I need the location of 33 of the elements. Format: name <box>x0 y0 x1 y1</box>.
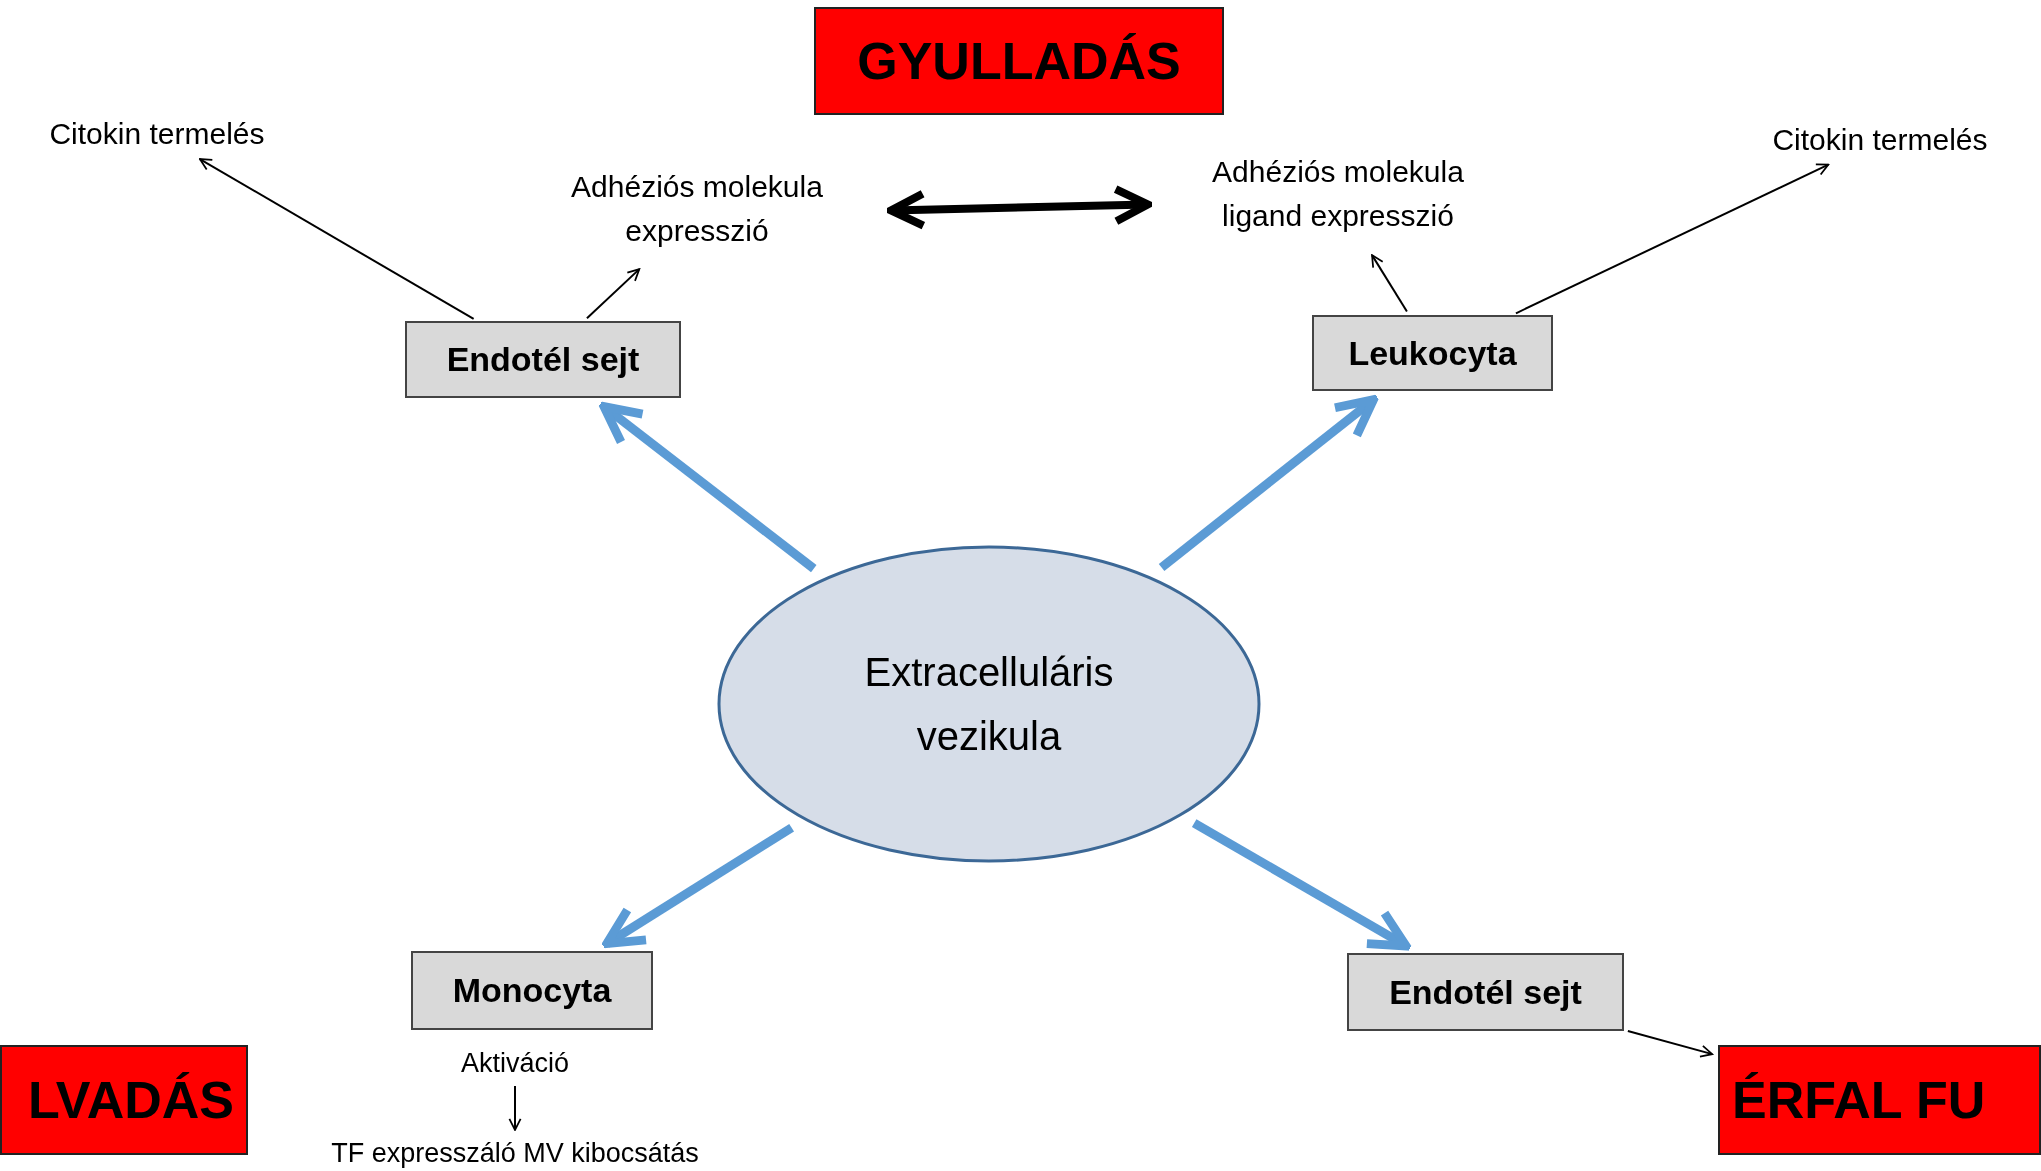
cell-label: Endotél sejt <box>1389 971 1582 1013</box>
title-text: GYULLADÁS <box>857 31 1181 92</box>
arrow <box>887 185 1152 230</box>
title-box <box>0 1045 248 1155</box>
arrow <box>1514 163 1830 315</box>
ellipse-node <box>717 545 1261 863</box>
title-text: LVADÁS <box>27 1070 234 1131</box>
title-text: ÉRFAL FU <box>1732 1070 1986 1131</box>
cell-box <box>1347 953 1624 1031</box>
annotation-text: Adhéziós molekula expresszió <box>527 165 867 265</box>
arrow <box>1626 1030 1714 1058</box>
cell-box <box>405 321 681 398</box>
cell-label: Leukocyta <box>1348 332 1517 374</box>
annotation-text: Citokin termelés <box>1735 118 2025 162</box>
arrow <box>198 158 475 320</box>
title-box <box>1718 1045 2041 1155</box>
cell-label: Monocyta <box>452 970 612 1011</box>
note-text: Aktiváció <box>440 1046 590 1082</box>
cell-label: Endotél sejt <box>446 339 640 380</box>
cell-box <box>1312 315 1553 391</box>
arrow <box>1371 254 1408 313</box>
arrow <box>599 402 817 573</box>
arrow <box>602 823 795 948</box>
arrow <box>585 268 641 320</box>
cell-box <box>411 951 653 1030</box>
arrow <box>1191 819 1411 951</box>
title-box <box>814 7 1224 115</box>
arrow <box>508 1085 522 1131</box>
ellipse-label: Extracelluláris vezikula <box>863 649 1115 760</box>
annotation-text: Citokin termelés <box>12 112 302 156</box>
arrow <box>1158 395 1378 571</box>
annotation-text: Adhéziós molekula ligand expresszió <box>1168 150 1508 250</box>
note-text: TF expresszáló MV kibocsátás <box>285 1136 745 1170</box>
